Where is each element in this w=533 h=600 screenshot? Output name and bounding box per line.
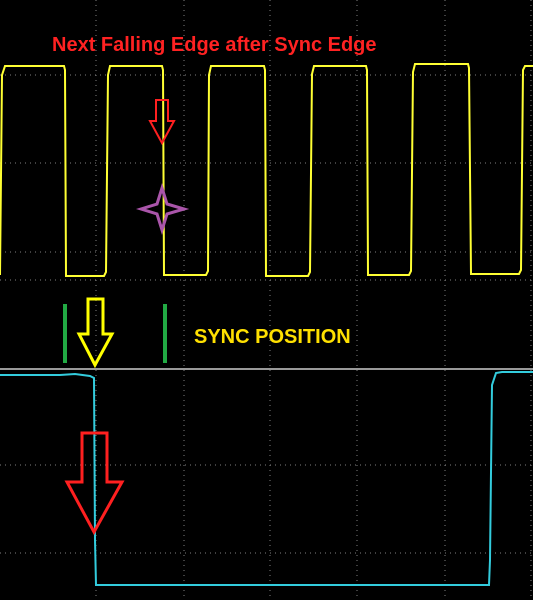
sync-position-label: SYNC POSITION (194, 326, 351, 348)
yellow-arrow-icon (76, 297, 115, 369)
channel1-waveform (0, 63, 533, 277)
cursor-star-icon (135, 182, 190, 236)
channel2-waveform (0, 371, 533, 586)
small-red-arrow-icon (148, 99, 176, 146)
large-red-arrow-icon (64, 431, 125, 536)
annotation-title: Next Falling Edge after Sync Edge (52, 34, 377, 56)
